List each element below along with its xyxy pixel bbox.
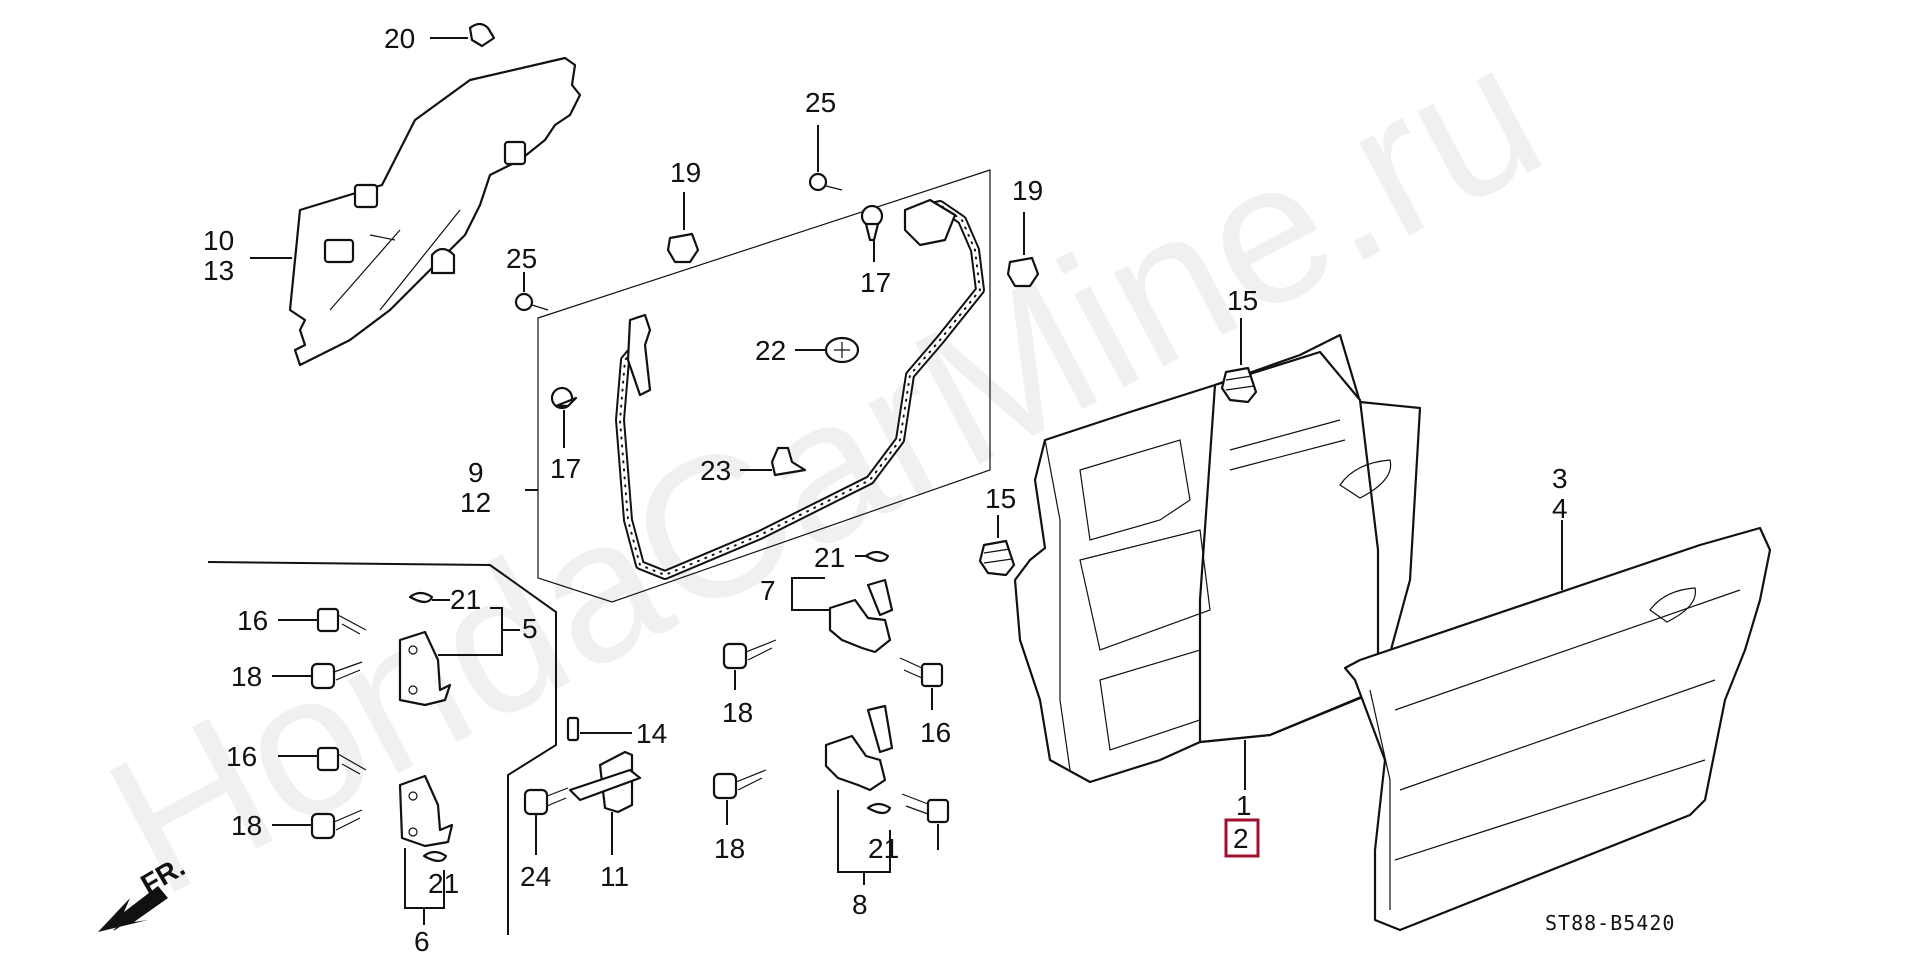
- callout-11: 11: [600, 861, 629, 892]
- callout-8: 8: [852, 889, 868, 920]
- upper-hinge-5[interactable]: [398, 630, 452, 707]
- callout-24: 24: [520, 861, 551, 892]
- clip-17b[interactable]: [550, 386, 578, 410]
- door-lining-part[interactable]: [288, 56, 582, 367]
- callout-2-highlight[interactable]: [1224, 818, 1260, 858]
- washer-21b[interactable]: [422, 850, 448, 863]
- hinge-7[interactable]: [828, 578, 894, 654]
- callout-15b: 15: [985, 483, 1016, 514]
- door-checker-11[interactable]: [568, 750, 642, 814]
- callout-21d: 21: [868, 833, 899, 864]
- screw-25b[interactable]: [808, 172, 843, 192]
- callout-17b: 17: [550, 453, 581, 484]
- callout-14: 14: [636, 718, 667, 749]
- callout-16b: 16: [226, 741, 257, 772]
- bolt-18c[interactable]: [722, 639, 777, 670]
- callout-1: 1: [1236, 790, 1252, 821]
- callout-23: 23: [700, 455, 731, 486]
- callout-9: 9: [468, 457, 484, 488]
- bolt-16d[interactable]: [901, 793, 950, 824]
- plug-15a[interactable]: [1220, 366, 1258, 404]
- weatherstrip-part[interactable]: [615, 198, 985, 580]
- callout-12: 12: [460, 487, 491, 518]
- washer-21c[interactable]: [864, 550, 890, 563]
- callout-6: 6: [414, 926, 430, 957]
- callout-13: 13: [203, 255, 234, 286]
- callout-16a: 16: [237, 605, 268, 636]
- callout-18b: 18: [231, 810, 262, 841]
- bolt-16c[interactable]: [899, 657, 944, 688]
- pin-14[interactable]: [566, 716, 580, 742]
- washer-21a[interactable]: [408, 591, 434, 604]
- callout-22: 22: [755, 335, 786, 366]
- callout-2: 2: [1233, 823, 1249, 854]
- callout-18a: 18: [231, 661, 262, 692]
- callout-3: 3: [1552, 463, 1568, 494]
- callout-25b: 25: [805, 87, 836, 118]
- callout-17a: 17: [860, 267, 891, 298]
- callout-18c: 18: [722, 697, 753, 728]
- screw-25a[interactable]: [514, 292, 549, 312]
- clip-19b[interactable]: [1006, 256, 1040, 288]
- clip-20[interactable]: [468, 22, 496, 48]
- callout-19a: 19: [670, 157, 701, 188]
- bolt-18d[interactable]: [712, 769, 767, 800]
- callout-10: 10: [203, 225, 234, 256]
- diagram-code: ST88-B5420: [1545, 911, 1675, 935]
- door-panel-part[interactable]: [1013, 333, 1422, 784]
- bolt-16b[interactable]: [316, 746, 367, 775]
- callout-7: 7: [760, 575, 776, 606]
- callout-5: 5: [522, 613, 538, 644]
- outer-skin-part[interactable]: [1343, 526, 1772, 932]
- callout-20: 20: [384, 23, 415, 54]
- hinge-8[interactable]: [824, 704, 894, 792]
- callout-21a: 21: [450, 584, 481, 615]
- callout-25a: 25: [506, 243, 537, 274]
- clip-22[interactable]: [824, 336, 860, 364]
- callout-16c: 16: [920, 717, 951, 748]
- callout-4: 4: [1552, 493, 1568, 524]
- clip-23[interactable]: [770, 446, 807, 477]
- callout-18d: 18: [714, 833, 745, 864]
- callout-15a: 15: [1227, 285, 1258, 316]
- clip-17a[interactable]: [860, 204, 884, 242]
- lower-hinge-6[interactable]: [398, 774, 454, 848]
- hinge-area-boundary: [207, 561, 557, 935]
- callout-21b: 21: [428, 868, 459, 899]
- weatherstrip-frame: [537, 169, 991, 603]
- clip-19a[interactable]: [666, 232, 700, 264]
- plug-15b[interactable]: [978, 539, 1016, 577]
- washer-21d[interactable]: [866, 802, 892, 815]
- bolt-24[interactable]: [523, 787, 569, 816]
- front-direction-arrow-icon: [98, 886, 168, 932]
- callout-19b: 19: [1012, 175, 1043, 206]
- callout-21c: 21: [814, 542, 845, 573]
